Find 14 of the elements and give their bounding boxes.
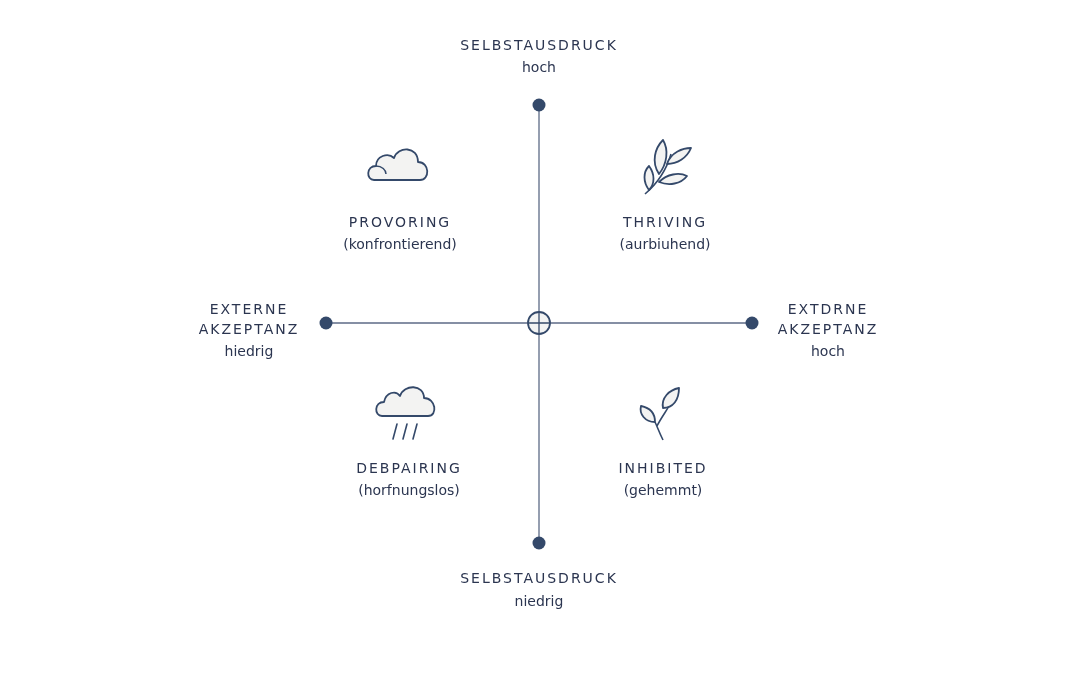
- axis-value: hoch: [521, 58, 557, 77]
- quadrant-subtitle: (gehemmt): [622, 481, 704, 500]
- axis-value: niedrig: [513, 592, 565, 611]
- axis-value: hoch: [810, 342, 846, 361]
- quadrant-subtitle: (horfnungslos): [357, 481, 461, 500]
- quadrant-subtitle: (konfrontierend): [342, 235, 458, 254]
- quadrant-title: INHIBITED: [617, 459, 709, 478]
- quadrant-title: THRIVING: [622, 213, 708, 232]
- quadrant-subtitle: (aurbiuhend): [618, 235, 712, 254]
- axis-title: SELBSTAUSDRUCK: [459, 569, 619, 588]
- quadrant-title: PROVORING: [347, 213, 453, 232]
- axis-title: SELBSTAUSDRUCK: [459, 36, 619, 55]
- quadrant-title: DEBPAIRING: [355, 459, 463, 478]
- axis-value: hiedrig: [223, 342, 275, 361]
